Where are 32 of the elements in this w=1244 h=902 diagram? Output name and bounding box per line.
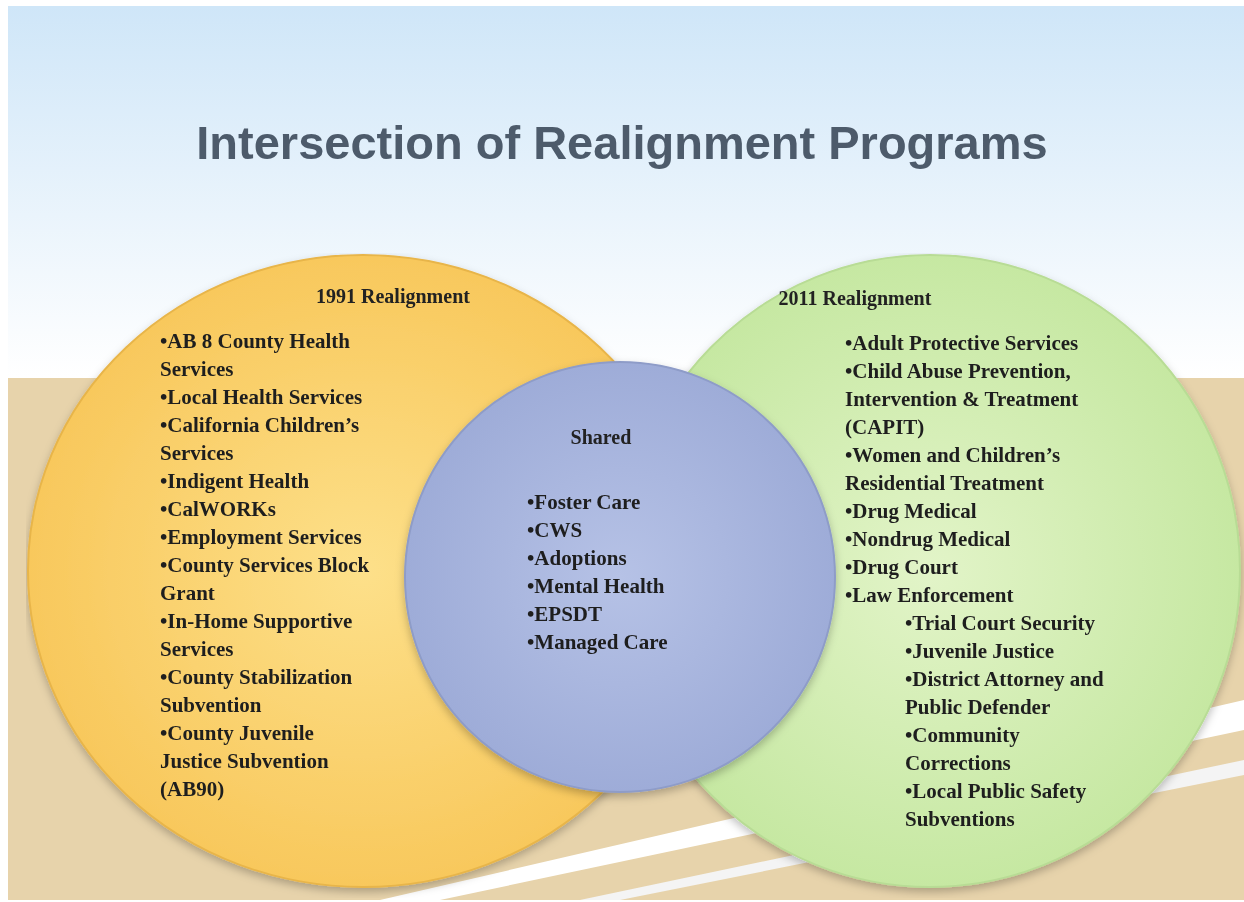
list-item: •Indigent Health [160,468,311,495]
list-item: •County Juvenile Justice Subvention (AB90) [160,720,330,803]
list-item: •Trial Court Security [905,610,1097,637]
list-item: •County Stabilization Subvention [160,664,354,719]
list-item: •County Services Block Grant [160,552,371,607]
list-item: •In-Home Supportive Services [160,608,354,663]
list-item: •Adoptions [527,545,628,572]
list-item: •Local Public Safety Subventions [905,778,1088,833]
list-item: •AB 8 County Health Services [160,328,351,383]
circle-heading: 1991 Realignment [315,284,471,310]
circle-heading: Shared [569,425,633,450]
circle-heading: 2011 Realignment [777,286,933,312]
list-item: •Nondrug Medical [845,526,1012,553]
list-item: •Women and Children’s Residential Treatment [845,442,1062,497]
list-item: •Foster Care [527,489,642,516]
list-item: •Mental Health [527,573,666,600]
list-item: •EPSDT [527,601,604,628]
list-item: •Adult Protective Services [845,330,1080,357]
list-item: •Local Health Services [160,384,364,411]
list-item: •Managed Care [527,629,669,656]
title: Intersection of Realignment Programs [195,115,1049,171]
list-item: •CalWORKs [160,496,277,523]
list-item: •Juvenile Justice [905,638,1056,665]
list-item: •CWS [527,517,584,544]
list-item: •Employment Services [160,524,363,551]
list-item: •District Attorney and Public Defender [905,666,1105,721]
list-item: •California Children’s Services [160,412,361,467]
list-item: •Law Enforcement [845,582,1015,609]
list-item: •Child Abuse Prevention, Intervention & Treatment (CAPIT) [845,358,1080,441]
list-item: •Drug Medical [845,498,978,525]
list-item: •Community Corrections [905,722,1021,777]
list-item: •Drug Court [845,554,959,581]
